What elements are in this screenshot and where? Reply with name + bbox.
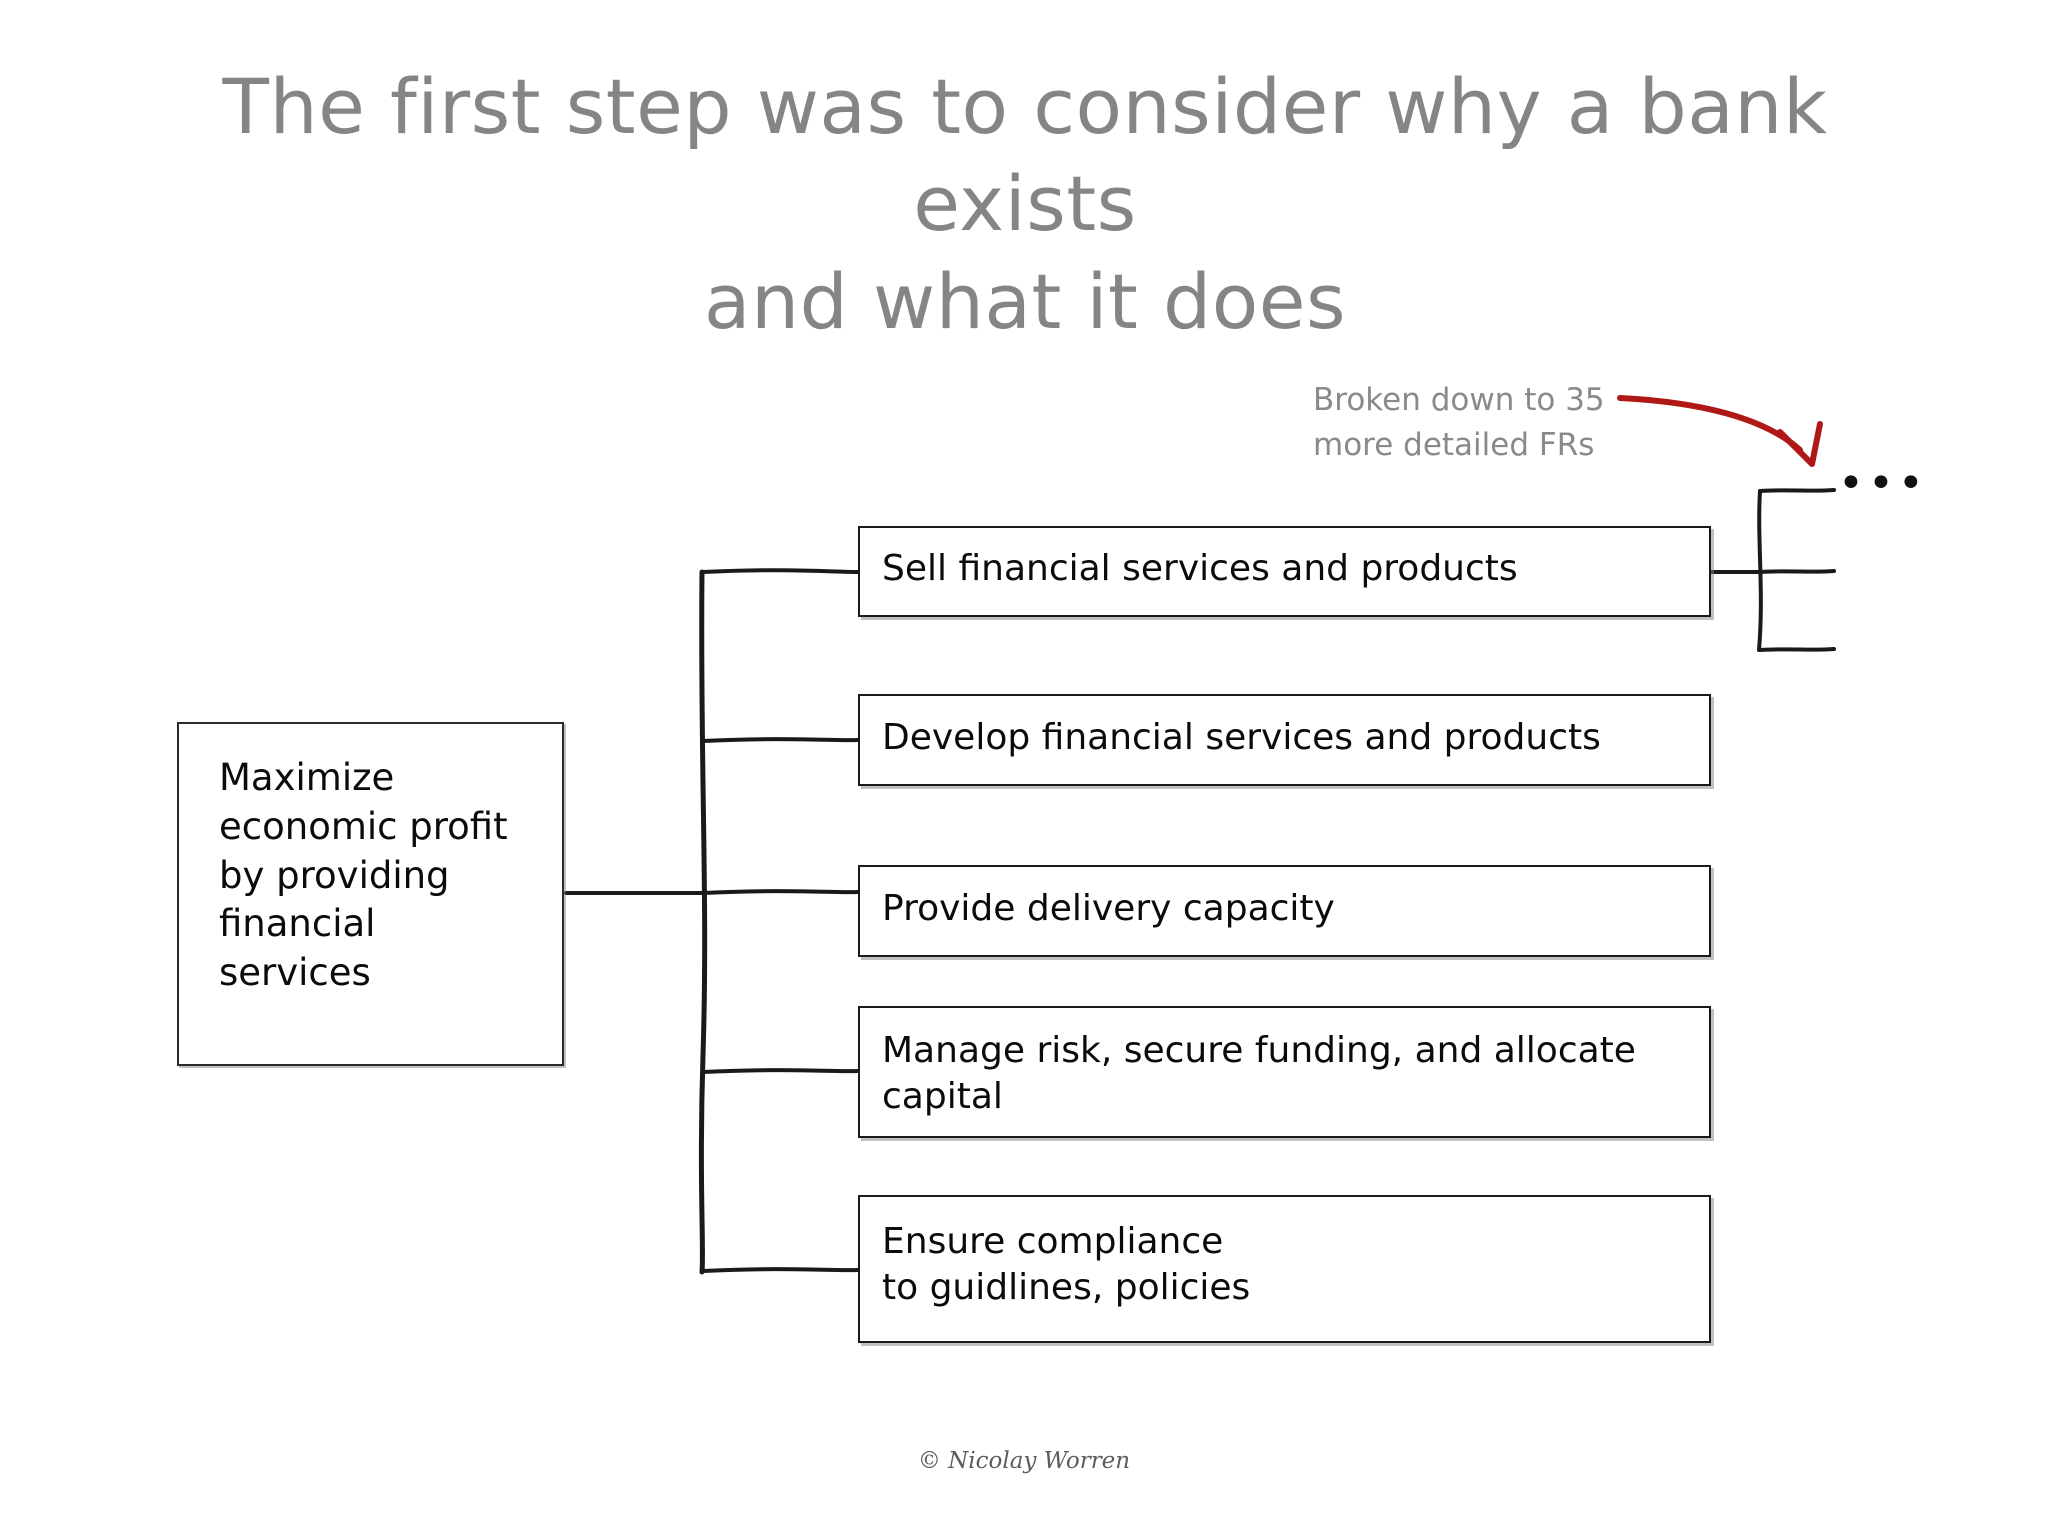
page-title: The first step was to consider why a ban… bbox=[222, 62, 1828, 346]
wire-branch-2 bbox=[701, 737, 860, 743]
wire-expansion-branch-1 bbox=[1758, 488, 1836, 493]
root-node-label: Maximize economic profit by providing fi… bbox=[219, 756, 508, 995]
function-node-4-label: Manage risk, secure funding, and allocat… bbox=[882, 1030, 1636, 1118]
wire-branch-5 bbox=[701, 1267, 860, 1273]
annotation-arrow-shaft bbox=[1617, 395, 1803, 453]
function-node-2-label: Develop financial services and products bbox=[882, 717, 1601, 758]
function-node-1[interactable]: Sell financial services and products bbox=[858, 526, 1711, 617]
function-node-3[interactable]: Provide delivery capacity bbox=[858, 865, 1711, 957]
wire-branch-4 bbox=[701, 1068, 860, 1074]
footer-credit: © Nicolay Worren bbox=[917, 1448, 1131, 1474]
function-node-3-label: Provide delivery capacity bbox=[882, 888, 1335, 929]
annotation-arrow-head bbox=[1777, 421, 1823, 467]
function-node-4[interactable]: Manage risk, secure funding, and allocat… bbox=[858, 1006, 1711, 1138]
function-node-1-label: Sell financial services and products bbox=[882, 548, 1518, 589]
root-node[interactable]: Maximize economic profit by providing fi… bbox=[177, 722, 564, 1066]
ellipsis-icon: ••• bbox=[1838, 458, 1928, 509]
wire-expansion-trunk bbox=[1757, 489, 1763, 652]
wire-branch-1 bbox=[701, 568, 860, 574]
wire-expansion-branch-3 bbox=[1758, 647, 1836, 652]
annotation-label: Broken down to 35 more detailed FRs bbox=[1313, 382, 1605, 463]
function-node-5-label: Ensure compliance to guidlines, policies bbox=[882, 1221, 1251, 1309]
wire-branch-3 bbox=[701, 889, 860, 895]
function-node-2[interactable]: Develop financial services and products bbox=[858, 694, 1711, 786]
function-node-5[interactable]: Ensure compliance to guidlines, policies bbox=[858, 1195, 1711, 1343]
wire-trunk bbox=[698, 569, 708, 1275]
wire-expansion-branch-2 bbox=[1758, 569, 1836, 574]
